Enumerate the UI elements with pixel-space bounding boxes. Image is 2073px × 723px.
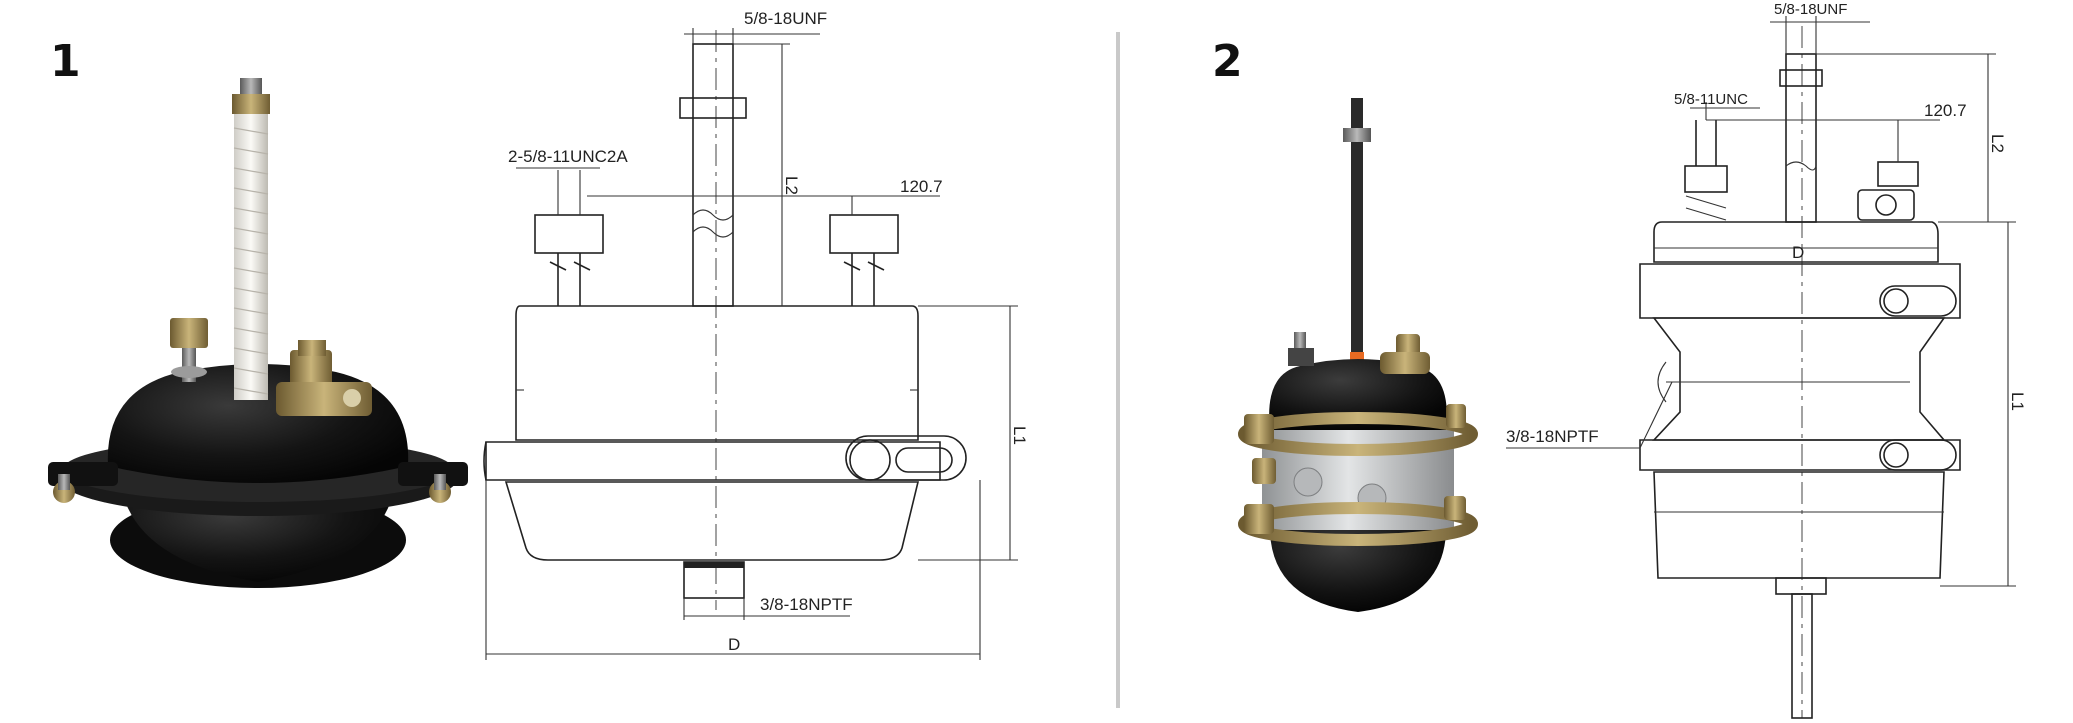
panel-2-port-label: 3/8-18NPTF (1506, 427, 1599, 446)
panel-2-bolt-spacing-label: 120.7 (1924, 101, 1967, 120)
panel-1-bolt-spacing-label: 120.7 (900, 177, 943, 196)
panel-1-thread-studs-label: 2-5/8-11UNC2A (508, 147, 628, 166)
panel-1-diameter-label: D (728, 635, 740, 654)
panel-2-l1-label: L1 (2008, 392, 2027, 411)
panel-2-thread-studs-label: 5/8-11UNC (1674, 91, 1748, 108)
panel-1-thread-top-label: 5/8-18UNF (744, 9, 827, 28)
panel-1-port-label: 3/8-18NPTF (760, 595, 853, 614)
panel-1-l1-label: L1 (1010, 426, 1029, 445)
panel-1-number: 1 (50, 36, 81, 87)
panel-2-l2-label: L2 (1988, 134, 2007, 153)
panel-2-number: 2 (1212, 36, 1243, 87)
panel-2-thread-top-label: 5/8-18UNF (1774, 1, 1847, 18)
panel-divider (1116, 32, 1120, 708)
panel-1-l2-label: L2 (782, 176, 801, 195)
panel-2-diameter-label: D (1792, 243, 1804, 262)
